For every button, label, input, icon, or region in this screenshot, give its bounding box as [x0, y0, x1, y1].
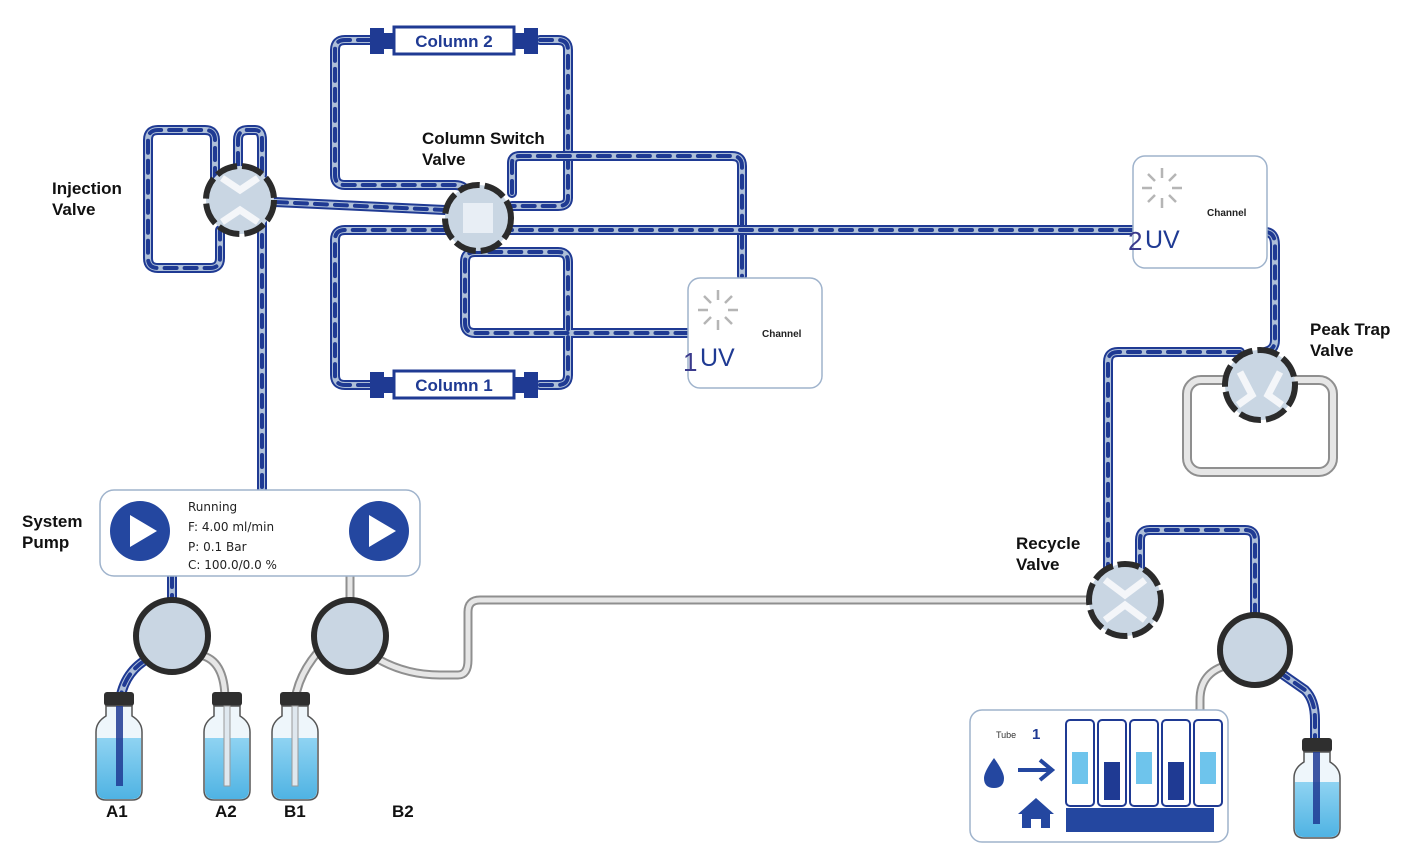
- injection-valve-label-2: Valve: [52, 200, 96, 219]
- system-pump-panel[interactable]: Running F: 4.00 ml/min P: 0.1 Bar C: 100…: [99, 489, 421, 577]
- peak-trap-valve-label-1: Peak Trap: [1310, 320, 1390, 339]
- uv2-channel-label: Channel: [1207, 208, 1247, 219]
- tube-label: Tube: [996, 730, 1016, 740]
- column-switch-valve[interactable]: [442, 182, 514, 254]
- column-switch-valve-label-1: Column Switch: [422, 129, 545, 148]
- column-1[interactable]: Column 1: [370, 369, 538, 400]
- uv1-number: 1: [683, 347, 697, 377]
- bottle-a1[interactable]: [95, 692, 143, 801]
- collection-tubes: [1065, 719, 1223, 807]
- bottle-a2[interactable]: [203, 692, 251, 801]
- column-2[interactable]: Column 2: [370, 25, 538, 56]
- bottle-outlet[interactable]: [1293, 738, 1341, 839]
- bottle-b1[interactable]: [271, 692, 319, 801]
- home-icon: [1018, 798, 1054, 828]
- tube-number: 1: [1032, 726, 1040, 743]
- bottle-b2-label: B2: [392, 802, 414, 821]
- bottle-a1-label: A1: [106, 802, 128, 821]
- bottle-b1-label: B1: [284, 802, 306, 821]
- injection-valve[interactable]: [203, 163, 277, 237]
- bottle-a2-label: A2: [215, 802, 237, 821]
- uv-lamp-icon: [698, 290, 738, 330]
- column-2-label: Column 2: [415, 32, 492, 51]
- pump-state: Running: [188, 500, 237, 514]
- injection-valve-label-1: Injection: [52, 179, 122, 198]
- column-switch-valve-label-2: Valve: [422, 150, 466, 169]
- fraction-collector[interactable]: Tube 1: [969, 709, 1229, 843]
- uv-lamp-icon: [1142, 168, 1182, 208]
- uv1-channel-label: Channel: [762, 329, 802, 340]
- uv-detector-1[interactable]: Channel 1 UV: [683, 277, 823, 389]
- uv2-number: 2: [1128, 226, 1142, 256]
- collector-tray: [1066, 808, 1214, 832]
- recycle-valve-label-1: Recycle: [1016, 534, 1080, 553]
- uv2-text: UV: [1145, 226, 1180, 254]
- arrow-right-icon: [1018, 758, 1056, 782]
- uv-detector-2[interactable]: Channel 2 UV: [1128, 155, 1268, 269]
- uv1-text: UV: [700, 344, 735, 372]
- system-pump-label-1: System: [22, 512, 82, 531]
- recycle-valve-label-2: Valve: [1016, 555, 1060, 574]
- pump-a-valve[interactable]: [133, 597, 211, 675]
- column-1-label: Column 1: [415, 376, 492, 395]
- pump-composition: C: 100.0/0.0 %: [188, 558, 277, 572]
- pump-a-play-icon[interactable]: [110, 501, 170, 561]
- diagram-labels: Injection Valve Column Switch Valve Peak…: [22, 129, 1390, 821]
- recycle-valve[interactable]: [1086, 561, 1164, 639]
- active-tubing: [115, 35, 1320, 795]
- peak-trap-valve-label-2: Valve: [1310, 341, 1354, 360]
- pump-b-play-icon[interactable]: [349, 501, 409, 561]
- pump-pressure: P: 0.1 Bar: [188, 540, 247, 554]
- pump-b-valve[interactable]: [311, 597, 389, 675]
- fraction-valve[interactable]: [1217, 612, 1293, 688]
- drop-icon: [984, 758, 1004, 788]
- system-pump-label-2: Pump: [22, 533, 69, 552]
- peak-trap-valve[interactable]: [1222, 347, 1298, 423]
- pump-flow: F: 4.00 ml/min: [188, 520, 274, 534]
